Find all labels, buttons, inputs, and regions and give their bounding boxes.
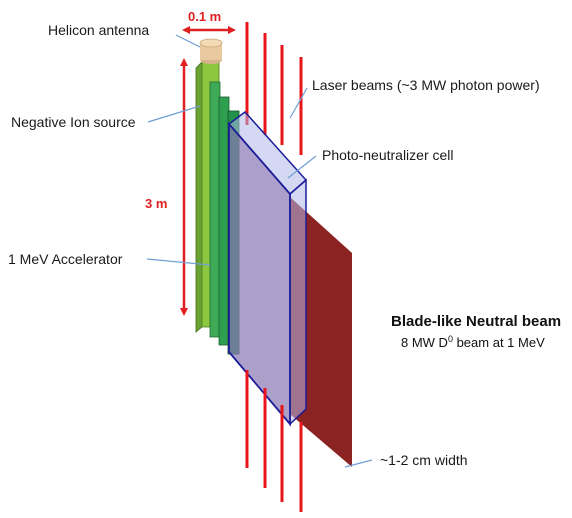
beam-superscript: 0 — [448, 334, 453, 344]
width-dimension-label: 0.1 m — [188, 9, 221, 24]
leader-helicon — [175, 34, 201, 48]
beam-energy-text: beam at 1 MeV — [453, 335, 545, 350]
leader-laser — [289, 87, 308, 119]
accelerator-plate — [218, 96, 230, 346]
helicon-antenna-label: Helicon antenna — [48, 22, 149, 38]
cell-front-face — [228, 121, 291, 427]
antenna-top — [199, 38, 223, 48]
leader-ion-source — [147, 105, 201, 123]
negative-ion-source-label: Negative Ion source — [11, 114, 136, 130]
leader-photo-cell — [287, 155, 317, 179]
laser-beams-back — [245, 22, 303, 155]
cell-right-face — [289, 178, 307, 426]
accelerator-plate — [209, 81, 221, 338]
height-dimension-label: 3 m — [145, 196, 167, 211]
neutral-beam-subtitle: 8 MW D0 beam at 1 MeV — [401, 334, 545, 350]
leader-accelerator — [146, 258, 211, 266]
accelerator-label: 1 MeV Accelerator — [8, 251, 123, 267]
beam-width-label: ~1-2 cm width — [380, 452, 468, 468]
photo-neutralizer-label: Photo-neutralizer cell — [322, 147, 454, 163]
antenna-cylinder — [200, 43, 222, 60]
ion-source-side — [195, 61, 203, 333]
neutral-beam-title: Blade-like Neutral beam — [391, 313, 561, 330]
leader-lines — [146, 34, 373, 468]
beam-power-text: 8 MW D — [401, 335, 448, 350]
photo-neutralizer-cell — [227, 110, 308, 427]
laser-beams-front — [245, 370, 303, 512]
laser-beams-label: Laser beams (~3 MW photon power) — [312, 77, 540, 93]
leader-beam-width — [344, 459, 373, 468]
